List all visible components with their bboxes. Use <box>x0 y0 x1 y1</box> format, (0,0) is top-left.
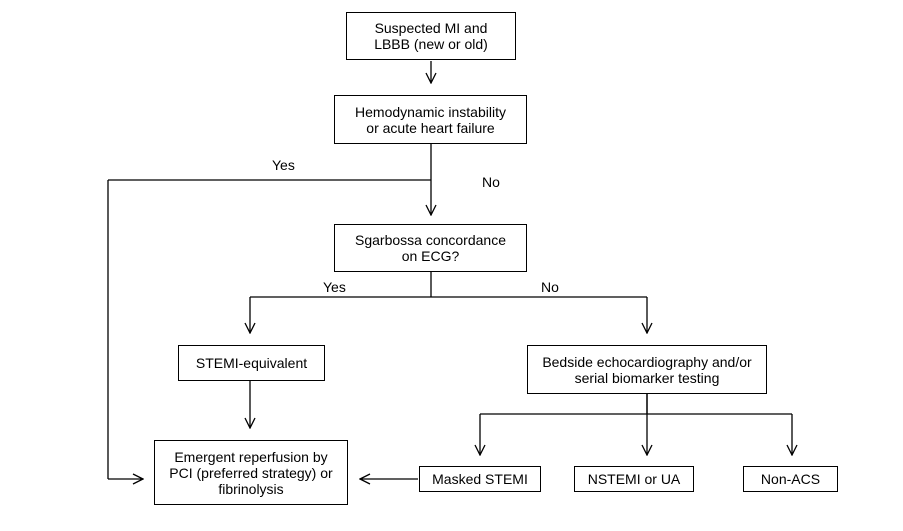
node-nstemi-ua: NSTEMI or UA <box>574 466 694 492</box>
node-suspected-mi-lbbb: Suspected MI and LBBB (new or old) <box>346 12 516 60</box>
node-sgarbossa-concordance: Sgarbossa concordance on ECG? <box>334 224 527 272</box>
node-emergent-reperfusion: Emergent reperfusion by PCI (preferred s… <box>154 440 348 505</box>
node-masked-stemi: Masked STEMI <box>419 466 541 492</box>
node-text-line: Non-ACS <box>760 471 821 487</box>
node-stemi-equivalent: STEMI-equivalent <box>178 345 325 381</box>
node-text-line: Emergent reperfusion by <box>174 448 328 465</box>
node-non-acs: Non-ACS <box>743 466 838 492</box>
node-text-line: Bedside echocardiography and/or <box>542 353 752 370</box>
node-text-line: PCI (preferred strategy) or <box>169 464 333 481</box>
node-text-line: Suspected MI and <box>374 20 488 36</box>
node-text-line: LBBB (new or old) <box>374 36 488 52</box>
node-text-line: fibrinolysis <box>218 480 284 497</box>
node-text-line: or acute heart failure <box>366 119 495 136</box>
node-text-line: on ECG? <box>401 248 460 264</box>
edge-label-hemodynamic-no: No <box>482 174 500 190</box>
edge-label-hemodynamic-yes: Yes <box>272 157 295 173</box>
node-bedside-echocardiography: Bedside echocardiography and/or serial b… <box>527 345 767 394</box>
node-hemodynamic-instability: Hemodynamic instability or acute heart f… <box>334 95 527 144</box>
node-text-line: Sgarbossa concordance <box>355 232 506 248</box>
node-text-line: Masked STEMI <box>432 471 528 487</box>
edge-label-sgarbossa-yes: Yes <box>323 279 346 295</box>
edge-label-sgarbossa-no: No <box>541 279 559 295</box>
node-text-line: STEMI-equivalent <box>195 355 308 371</box>
node-text-line: NSTEMI or UA <box>587 471 681 487</box>
node-text-line: Hemodynamic instability <box>355 103 506 120</box>
node-text-line: serial biomarker testing <box>574 369 720 386</box>
